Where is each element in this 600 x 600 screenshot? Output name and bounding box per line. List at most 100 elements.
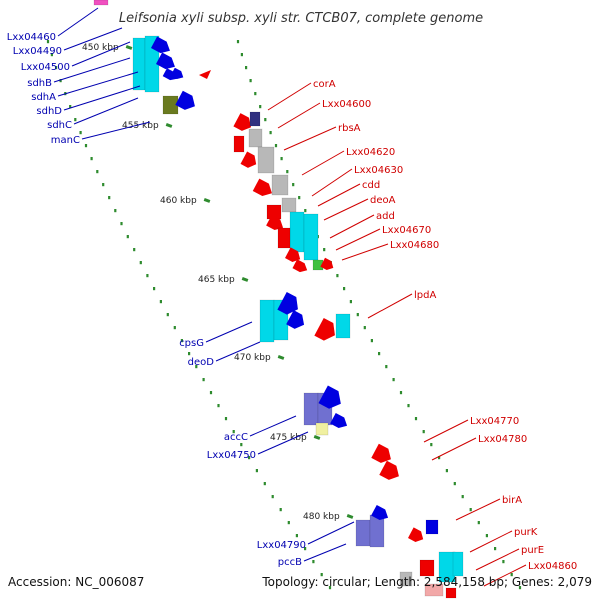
forward-track-dot	[84, 144, 88, 148]
gene-label-pccB: pccB	[278, 557, 302, 568]
label-leader-line	[323, 198, 369, 221]
reverse-track-dot	[286, 170, 289, 174]
kbp-tick	[203, 198, 211, 203]
kbp-marker-label: 465 kbp	[198, 275, 235, 285]
label-leader-line	[53, 57, 131, 83]
forward-track-dot	[217, 404, 220, 408]
reverse-track-dot	[274, 144, 278, 148]
forward-track-dot	[146, 274, 149, 278]
reverse-track-dot	[414, 417, 418, 421]
forward-track-dot	[180, 339, 183, 343]
forward-track-dot	[287, 521, 290, 525]
forward-track-dot	[295, 534, 298, 538]
reverse-track-dot	[469, 508, 472, 512]
genome-stats-text: Topology: circular; Length: 2,584,158 bp…	[262, 575, 592, 589]
gene-arrow	[175, 90, 195, 110]
gene-label-Lxx04780: Lxx04780	[478, 434, 527, 445]
gene-block-pink	[93, 0, 109, 6]
gene-arrow	[330, 412, 348, 429]
label-leader-line	[215, 341, 261, 362]
gene-label-add: add	[376, 211, 395, 222]
label-leader-line	[73, 97, 139, 125]
gene-label-Lxx04750: Lxx04750	[207, 450, 256, 461]
gene-arrow	[379, 460, 399, 480]
kbp-marker-label: 475 kbp	[270, 433, 307, 443]
forward-track-dot	[102, 183, 105, 187]
reverse-track-dot	[510, 573, 513, 577]
label-leader-line	[469, 530, 513, 553]
reverse-track-dot	[461, 495, 464, 499]
label-leader-line	[335, 228, 381, 251]
label-leader-line	[367, 293, 413, 319]
gene-arrow	[233, 113, 252, 131]
gene-arrow	[266, 214, 284, 231]
gene-label-Lxx04770: Lxx04770	[470, 416, 519, 427]
gene-arrow	[170, 67, 184, 80]
label-leader-line	[57, 71, 139, 97]
gene-arrow	[286, 310, 305, 329]
forward-track-dot	[139, 261, 142, 265]
reverse-track-dot	[445, 469, 448, 473]
kbp-tick	[125, 45, 133, 50]
reverse-track-dot	[245, 66, 248, 70]
forward-track-dot	[159, 300, 162, 304]
forward-track-dot	[126, 235, 129, 239]
reverse-track-dot	[236, 40, 240, 44]
kbp-tick	[277, 355, 285, 360]
gene-labels: Lxx04460Lxx04490Lxx04500sdhBsdhAsdhDsdhC…	[7, 32, 577, 572]
reverse-track-dot	[259, 105, 262, 109]
gene-arrow	[292, 259, 308, 273]
label-leader-line	[57, 7, 99, 37]
label-leader-line	[257, 431, 309, 455]
gene-block	[315, 422, 329, 436]
forward-track-dot	[279, 508, 282, 512]
gene-block	[419, 559, 435, 577]
gene-features	[93, 0, 464, 599]
reverse-track-dot	[280, 157, 283, 161]
reverse-track-dot	[494, 547, 497, 551]
label-leader-line	[267, 82, 312, 111]
label-leader-line	[81, 121, 151, 140]
gene-block	[424, 583, 444, 597]
forward-track-dot	[69, 105, 72, 109]
forward-track-dot	[173, 326, 176, 330]
gene-block	[248, 128, 263, 148]
forward-track-dot	[304, 547, 307, 551]
gene-arrow	[277, 291, 298, 315]
gene-label-corA: corA	[313, 79, 336, 90]
reverse-track-dot	[269, 131, 272, 135]
forward-track-dot	[46, 40, 50, 44]
gene-label-Lxx04670: Lxx04670	[382, 225, 431, 236]
reverse-track-dot	[249, 79, 252, 83]
reverse-track-dot	[370, 339, 373, 343]
gene-arrow	[320, 257, 334, 270]
kbp-tick	[313, 435, 321, 440]
reverse-track-dot	[363, 326, 366, 330]
reverse-track-dot	[407, 404, 410, 408]
label-leader-line	[475, 548, 520, 571]
gene-block	[271, 174, 289, 196]
forward-track-dot	[263, 482, 266, 486]
gene-block	[335, 313, 351, 339]
gene-label-Lxx04860: Lxx04860	[528, 561, 577, 572]
reverse-track-dot	[378, 352, 381, 356]
forward-track-dot	[153, 287, 156, 291]
label-leader-line	[301, 150, 345, 176]
forward-track-dot	[50, 53, 53, 57]
forward-track-dot	[114, 209, 117, 213]
tick-dots	[46, 40, 522, 590]
gene-block	[369, 514, 385, 548]
forward-track-dot	[209, 391, 213, 395]
gene-block	[277, 227, 291, 249]
label-leader-line	[303, 543, 347, 562]
kbp-marker-label: 450 kbp	[82, 43, 119, 53]
forward-track-dot	[255, 469, 258, 473]
forward-track-dot	[240, 443, 243, 447]
gene-label-accC: accC	[224, 432, 248, 443]
reverse-track-dot	[240, 53, 243, 57]
gene-label-lpdA: lpdA	[414, 290, 436, 301]
gene-label-purE: purE	[521, 545, 544, 556]
reverse-track-dot	[385, 365, 388, 369]
forward-track-dot	[133, 248, 136, 252]
